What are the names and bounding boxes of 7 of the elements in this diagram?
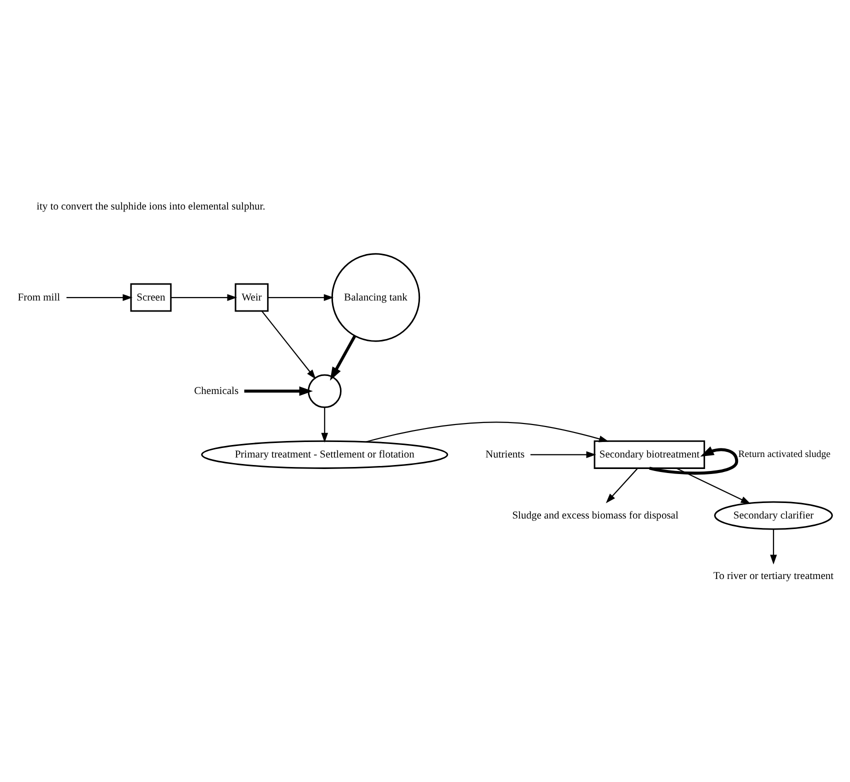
node-text: Sludge and excess biomass for disposal [512, 510, 678, 521]
node-text: Chemicals [194, 385, 239, 396]
node-text: From mill [18, 292, 60, 303]
edge-label: Return activated sludge [738, 448, 830, 460]
label: ity to convert the sulphide ions into elemental sulphur. [36, 200, 266, 212]
node-text: Nutrients [486, 448, 525, 460]
node-text: To river or tertiary treatment [713, 570, 834, 582]
